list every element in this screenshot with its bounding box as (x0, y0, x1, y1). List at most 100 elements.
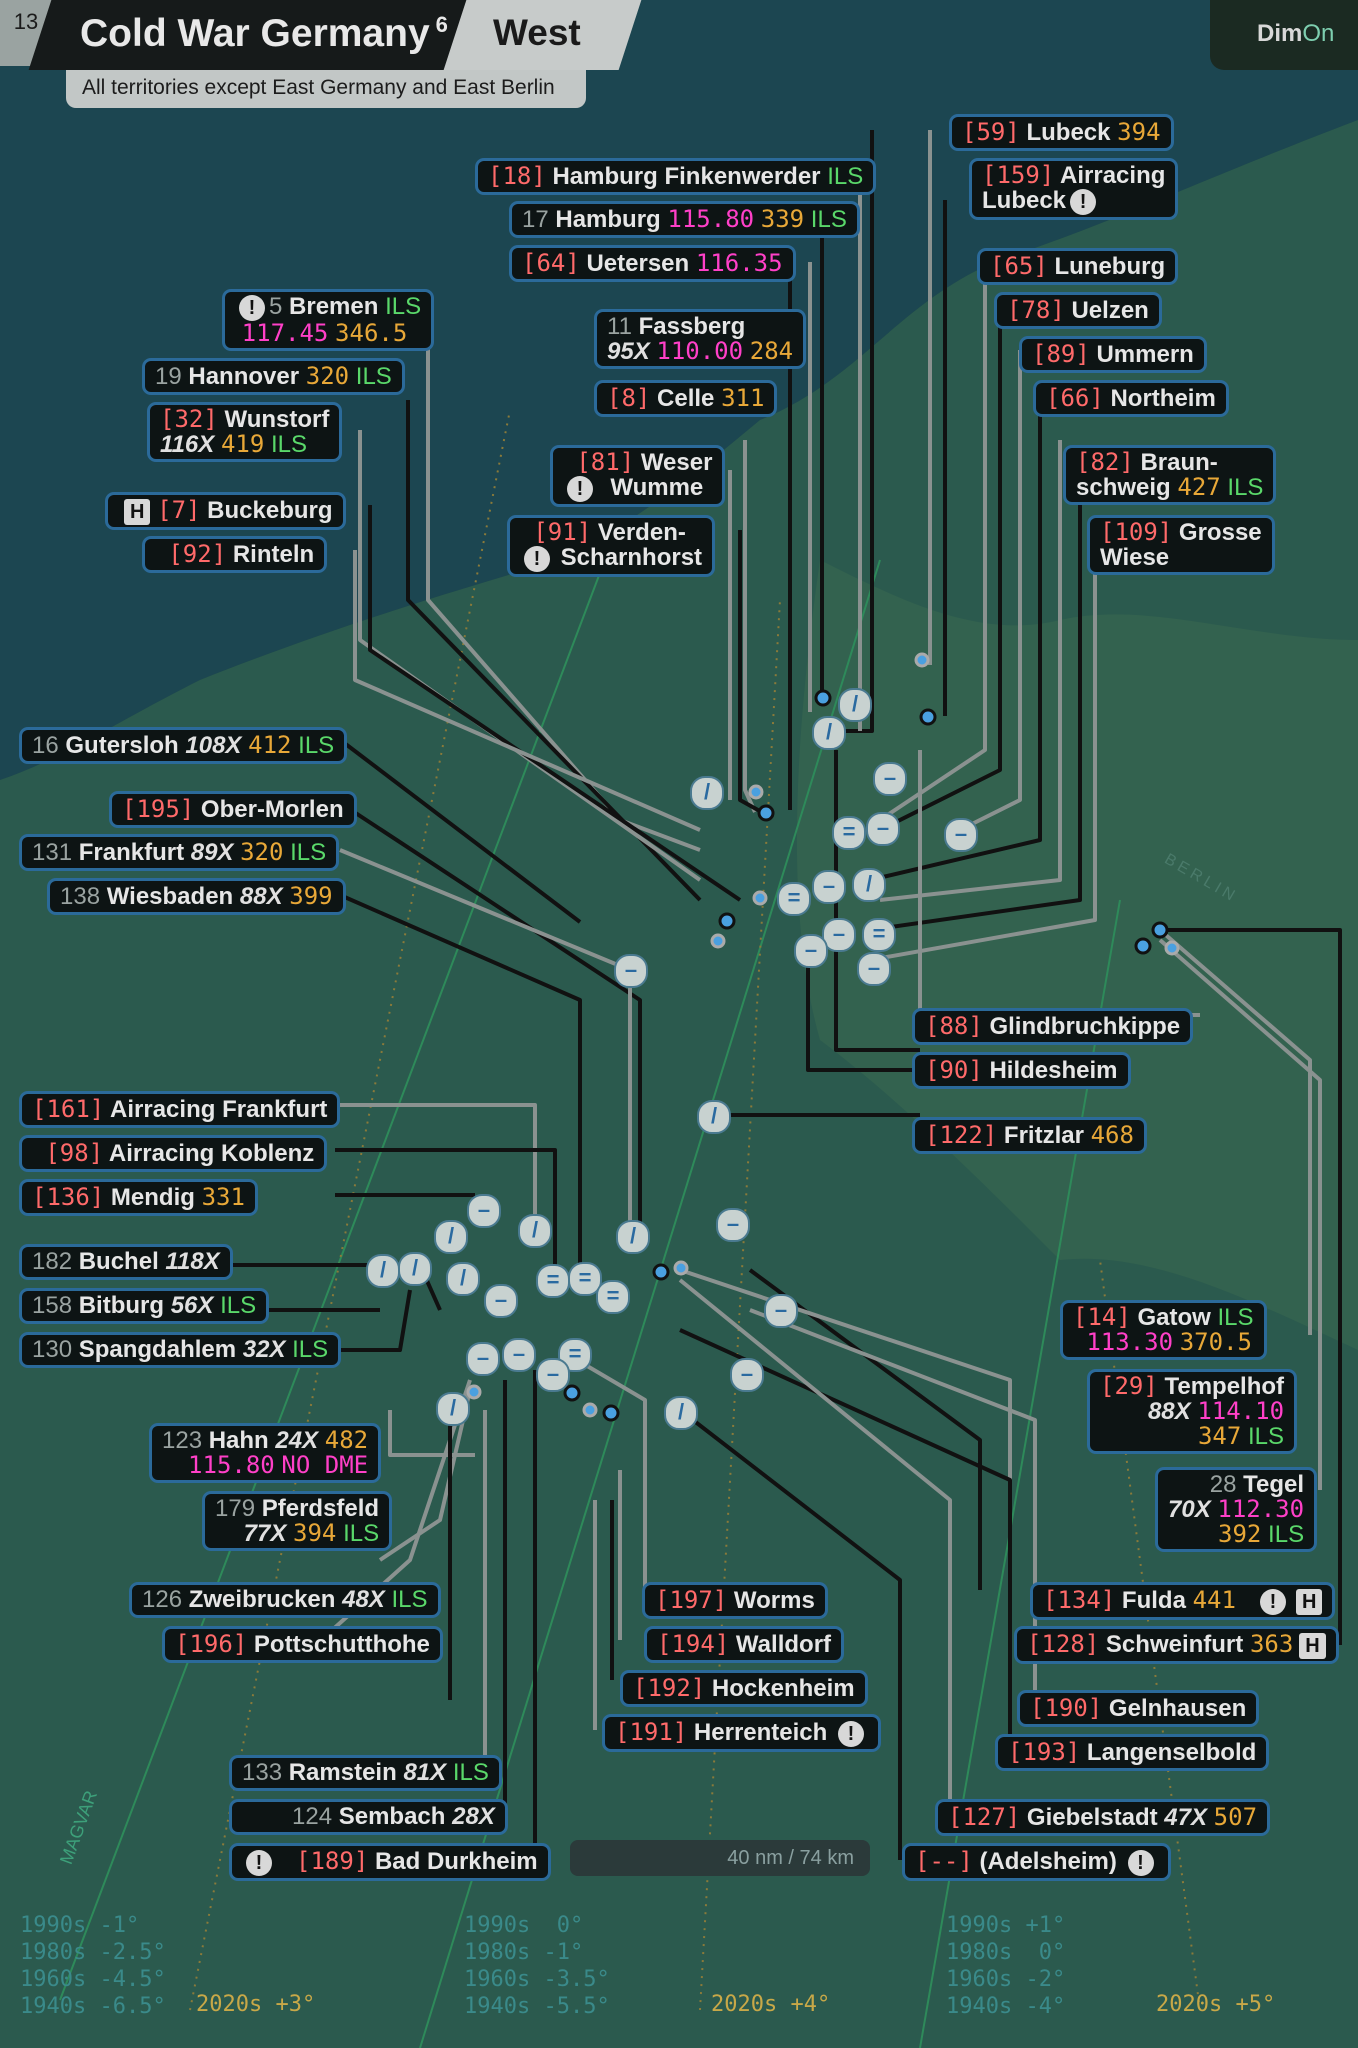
airfield-name: Tempelhof (1164, 1373, 1285, 1400)
airfield-name-line2: Wumme (610, 474, 704, 501)
airfield-number: 130 (32, 1336, 73, 1363)
label-gatow: [14] Gatow ILS 113.30 370.5 (1063, 1303, 1264, 1357)
label-buchel: 182 Buchel 118X (22, 1247, 230, 1277)
tacan-channel: 24X (275, 1427, 319, 1454)
heading: 363 (1249, 1630, 1294, 1658)
label-ramstein: 133 Ramstein 81X ILS (232, 1758, 499, 1788)
airfield-name: Bad Durkheim (374, 1848, 538, 1875)
airfield-id: [194] (657, 1630, 730, 1658)
airfield-name: Wiesbaden (106, 883, 234, 910)
runway-symbol: / (697, 1100, 731, 1134)
airfield-name: Ober-Morlen (200, 796, 344, 823)
airfield-number: 124 (292, 1803, 333, 1830)
airfield-id: [98] (45, 1139, 104, 1167)
time-zone-lines (189, 409, 1201, 2011)
airfield-name: Northeim (1110, 385, 1216, 412)
label-braunschweig: [82] Braun-schweig 427 ILS (1066, 448, 1274, 502)
airfield-name: Frankfurt (78, 839, 185, 866)
heading: 320 (240, 838, 284, 866)
airfield-name: Luneburg (1054, 253, 1166, 280)
airfield-number: 182 (32, 1248, 73, 1275)
runway-symbol: – (857, 952, 891, 986)
warning-icon: ! (1070, 188, 1097, 215)
runway-symbol: / (690, 776, 724, 810)
airfield-id: [78] (1007, 296, 1065, 324)
runway-symbol: / (616, 1220, 650, 1254)
heading: 507 (1213, 1803, 1258, 1831)
brand-logo: DimOn (1257, 20, 1334, 48)
runway-symbol: / (436, 1392, 470, 1426)
airfield-id: [82] (1076, 448, 1134, 476)
ils-indicator: ILS (827, 163, 864, 190)
heading: 311 (721, 384, 765, 412)
airfield-name: Tegel (1243, 1471, 1305, 1498)
airfield-name: Braun- (1140, 449, 1218, 476)
airfield-number: 28 (1209, 1471, 1237, 1498)
airfield-id: [190] (1030, 1694, 1103, 1722)
airfield-id: [193] (1008, 1738, 1081, 1766)
label-glindbruchkippe: [88] Glindbruchkippe (915, 1011, 1191, 1042)
airfield-name: Herrenteich (693, 1719, 828, 1746)
heading: 394 (293, 1519, 337, 1547)
airfield-dots (466, 652, 1180, 1422)
runway-symbol: / (664, 1396, 698, 1430)
runway-symbol: / (518, 1214, 552, 1248)
airfield-id: [128] (1027, 1630, 1100, 1658)
east-germany (796, 560, 1358, 1350)
airfield-name: Worms (733, 1587, 815, 1614)
label-finkenwerder: [18] Hamburg Finkenwerder ILS (478, 161, 874, 192)
runway-symbol: – (614, 954, 648, 988)
runway-symbol: – (730, 1358, 764, 1392)
airfield-id: [127] (948, 1803, 1021, 1831)
ils-indicator: ILS (1227, 474, 1264, 501)
label-zweibrucken: 126 Zweibrucken 48X ILS (132, 1585, 438, 1615)
airfield-id: [91] (533, 518, 592, 546)
frequency: 114.10 (1197, 1397, 1285, 1425)
label-spangdahlem: 130 Spangdahlem 32X ILS (22, 1335, 339, 1365)
label-uetersen: [64] Uetersen 116.35 (512, 248, 793, 279)
airfield-name: Ummern (1096, 341, 1194, 368)
runway-symbol: – (467, 1194, 501, 1228)
magvar-legend-mid: 1990s 0° 1980s -1° 1960s -3.5° 1940s -5.… (464, 1913, 610, 2019)
heading: 427 (1177, 473, 1221, 501)
airfield-id: [14] (1073, 1303, 1131, 1331)
label-sembach: 124 Sembach 28X (232, 1802, 505, 1832)
airfield-name: Fassberg (638, 313, 746, 340)
frequency: 110.00 (656, 337, 744, 365)
magvar-legend-left: 1990s -1° 1980s -2.5° 1960s -4.5° 1940s … (20, 1913, 166, 2019)
airfield-name-line2: Lubeck (982, 187, 1067, 214)
airfield-name: Uetersen (586, 250, 690, 277)
airfield-id: [189] (296, 1847, 369, 1875)
heading: 284 (749, 337, 794, 365)
label-worms: [197] Worms (645, 1585, 825, 1616)
frequency: 116.35 (695, 249, 783, 277)
airfield-number: 158 (32, 1292, 73, 1319)
airfield-number: 5 (269, 293, 283, 320)
airfield-name: Hamburg (555, 206, 661, 233)
subtitle-banner (66, 70, 586, 108)
timezone-label-3: 2020s +3° (196, 1992, 316, 2017)
runway-symbol: – (873, 762, 907, 796)
no-dme-note: NO DME (281, 1451, 369, 1479)
airfield-id: [89] (1032, 340, 1090, 368)
tacan-channel: 88X (1147, 1398, 1191, 1425)
airfield-name: Walldorf (735, 1631, 832, 1658)
tacan-channel: 47X (1164, 1804, 1207, 1831)
heading: 370.5 (1179, 1328, 1252, 1356)
tacan-channel: 77X (243, 1520, 287, 1547)
warning-icon: ! (239, 294, 265, 321)
tacan-channel: 56X (170, 1292, 214, 1319)
airfield-name: Glindbruchkippe (989, 1013, 1181, 1040)
runway-symbol: – (866, 812, 900, 846)
frequency: 113.30 (1086, 1328, 1174, 1356)
airfield-number: 123 (162, 1427, 203, 1454)
label-ober-morlen: [195] Ober-Morlen (112, 794, 354, 825)
label-gutersloh: 16 Gutersloh 108X 412 ILS (22, 730, 345, 761)
airfield-name-line2: Wiese (1100, 544, 1170, 571)
airfield-name: Fritzlar (1003, 1122, 1084, 1149)
tacan-channel: 116X (160, 431, 215, 458)
airfield-number: 19 (155, 363, 182, 390)
